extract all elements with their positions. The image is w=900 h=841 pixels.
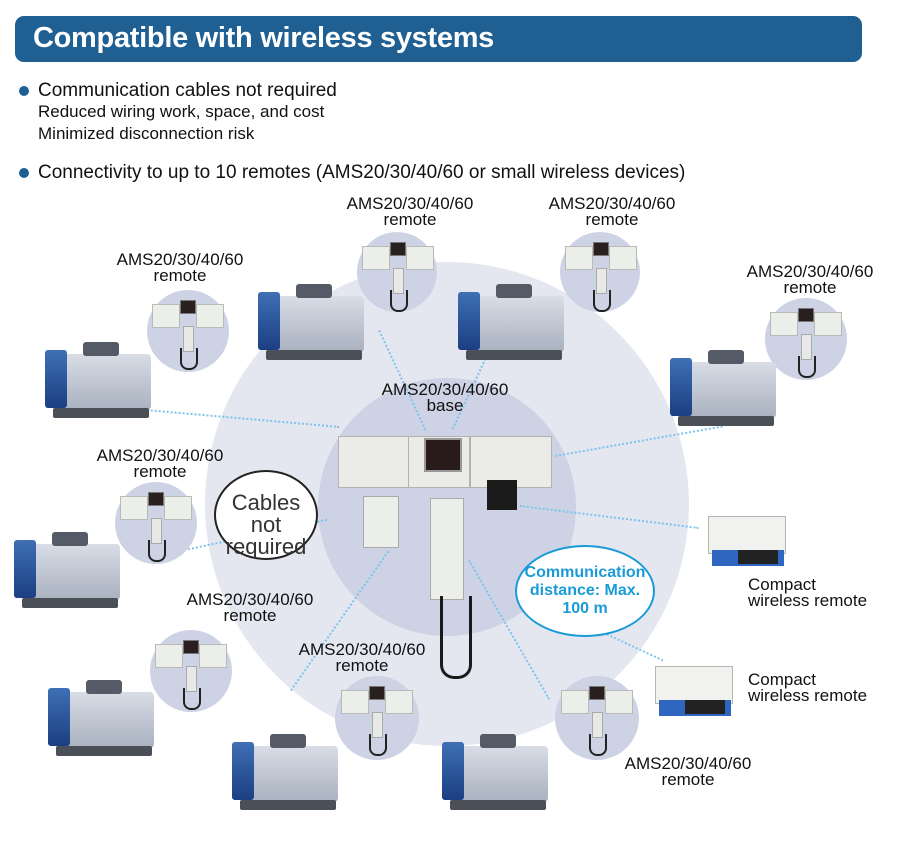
remote-unit-image: [341, 684, 413, 756]
remote-unit-image: [120, 490, 192, 562]
remote-unit-image: [152, 298, 224, 370]
valve-image: [487, 480, 517, 510]
bullet-subtext: Minimized disconnection risk: [38, 124, 255, 143]
compact-remote-image: [655, 660, 733, 718]
machine-tool-image: [670, 348, 778, 428]
section-title: Compatible with wireless systems: [33, 22, 495, 54]
machine-tool-image: [45, 340, 153, 420]
section-header: Compatible with wireless systems: [15, 16, 862, 62]
machine-tool-image: [14, 530, 122, 610]
bullet-text: Communication cables not required: [38, 80, 337, 101]
regulator-image: [363, 496, 399, 548]
machine-tool-image: [458, 282, 566, 362]
remote-unit-image: [770, 306, 842, 378]
display-screen: [424, 438, 462, 472]
wireless-unit-image: [430, 498, 464, 600]
bullet-subtext: Reduced wiring work, space, and cost: [38, 102, 325, 121]
remote-unit-image: [362, 240, 434, 312]
communication-distance-note: Communication distance: Max. 100 m: [515, 545, 655, 637]
bullet-dot-icon: [19, 86, 29, 96]
cable-image: [440, 596, 472, 679]
machine-tool-image: [48, 678, 156, 758]
bullet-text: Connectivity to up to 10 remotes (AMS20/…: [38, 162, 686, 183]
remote-unit-image: [561, 684, 633, 756]
bullet-dot-icon: [19, 168, 29, 178]
compact-remote-image: [708, 510, 786, 568]
machine-tool-image: [442, 732, 550, 812]
machine-tool-image: [232, 732, 340, 812]
remote-unit-image: [565, 240, 637, 312]
machine-tool-image: [258, 282, 366, 362]
remote-unit-image: [155, 638, 227, 710]
base-unit-image: [338, 428, 552, 498]
